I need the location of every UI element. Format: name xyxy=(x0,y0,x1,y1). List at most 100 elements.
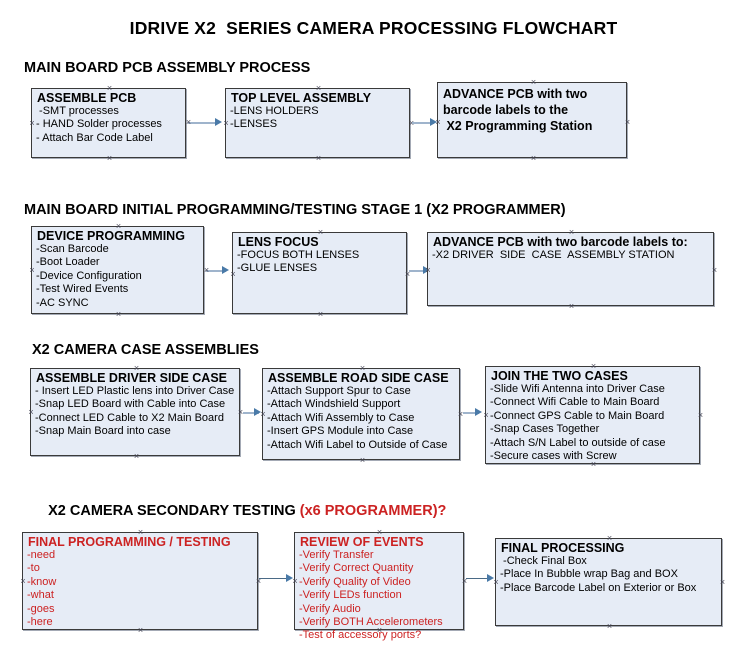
box-line: -Verify BOTH Accelerometers xyxy=(299,616,443,629)
page-title: IDRIVE X2 SERIES CAMERA PROCESSING FLOWC… xyxy=(129,18,618,38)
box-line: -Verify Transfer xyxy=(299,549,374,561)
handle-marker[interactable] xyxy=(493,579,500,586)
handle-marker[interactable] xyxy=(461,578,468,585)
section-heading-x2-camera-secondary-testing: X2 CAMERA SECONDARY TESTING (x6 PROGRAMM… xyxy=(32,487,446,535)
handle-marker[interactable] xyxy=(317,311,324,318)
handle-marker[interactable] xyxy=(483,412,490,419)
handle-marker[interactable] xyxy=(115,311,122,318)
handle-marker[interactable] xyxy=(115,223,122,230)
handle-marker[interactable] xyxy=(223,120,230,127)
connector-arrow-icon xyxy=(430,118,437,126)
handle-marker[interactable] xyxy=(376,529,383,536)
box-line: -Place In Bubble wrap Bag and BOX xyxy=(500,568,678,581)
handle-marker[interactable] xyxy=(137,627,144,634)
handle-marker[interactable] xyxy=(29,267,36,274)
handle-marker[interactable] xyxy=(606,623,613,630)
handle-marker[interactable] xyxy=(230,271,237,278)
connector-line xyxy=(259,578,291,579)
connector-line xyxy=(188,122,218,124)
handle-marker[interactable] xyxy=(697,412,704,419)
box-join-the-two-cases[interactable]: JOIN THE TWO CASES -Slide Wifi Antenna i… xyxy=(485,366,700,464)
handle-marker[interactable] xyxy=(359,457,366,464)
handle-marker[interactable] xyxy=(133,365,140,372)
handle-marker[interactable] xyxy=(106,155,113,162)
box-line: -Test Wired Events xyxy=(36,283,129,296)
handle-marker[interactable] xyxy=(590,363,597,370)
box-title: JOIN THE TWO CASES xyxy=(491,369,628,383)
box-line: -GLUE LENSES xyxy=(237,262,318,275)
box-line: -Snap Cases Together xyxy=(490,423,600,436)
handle-marker[interactable] xyxy=(133,453,140,460)
box-title: DEVICE PROGRAMMING xyxy=(37,229,185,243)
box-title: FINAL PROGRAMMING / TESTING xyxy=(28,535,231,549)
connector-line xyxy=(243,412,259,414)
handle-marker[interactable] xyxy=(530,155,537,162)
handle-marker[interactable] xyxy=(435,119,442,126)
box-assemble-driver-side-case[interactable]: ASSEMBLE DRIVER SIDE CASE - Insert LED P… xyxy=(30,368,240,456)
box-line: -Verify Audio xyxy=(299,602,361,615)
connector-arrow-icon xyxy=(487,574,494,582)
handle-marker[interactable] xyxy=(568,303,575,310)
connector-arrow-icon xyxy=(222,266,229,274)
box-advance-pcb-to-programming-station[interactable]: ADVANCE PCB with two barcode labels to t… xyxy=(437,82,627,158)
handle-marker[interactable] xyxy=(317,229,324,236)
box-title: ASSEMBLE ROAD SIDE CASE xyxy=(268,371,449,385)
box-line: -LENS HOLDERS xyxy=(230,105,319,117)
handle-marker[interactable] xyxy=(292,578,299,585)
connector-arrow-icon xyxy=(215,118,222,126)
box-line: -Attach S/N Label to outside of case xyxy=(490,436,666,449)
box-final-processing[interactable]: FINAL PROCESSING -Check Final Box -Place… xyxy=(495,538,722,626)
box-line: -Secure cases with Screw xyxy=(490,450,617,463)
handle-marker[interactable] xyxy=(404,271,411,278)
handle-marker[interactable] xyxy=(590,461,597,468)
box-review-of-events[interactable]: REVIEW OF EVENTS -Verify Transfer -Verif… xyxy=(292,529,464,641)
handle-marker[interactable] xyxy=(530,79,537,86)
handle-marker[interactable] xyxy=(568,229,575,236)
box-title: ADVANCE PCB with two barcode labels to t… xyxy=(443,87,593,133)
box-final-programming-testing[interactable]: FINAL PROGRAMMING / TESTING -need -to -k… xyxy=(22,532,258,630)
handle-marker[interactable] xyxy=(425,267,432,274)
handle-marker[interactable] xyxy=(260,411,267,418)
handle-marker[interactable] xyxy=(359,365,366,372)
handle-marker[interactable] xyxy=(185,119,192,126)
handle-marker[interactable] xyxy=(719,579,726,586)
box-title: ADVANCE PCB with two barcode labels to: xyxy=(433,235,688,249)
handle-marker[interactable] xyxy=(203,267,210,274)
box-line: -Check Final Box xyxy=(500,555,587,567)
section-heading-main-board-pcb-assembly: MAIN BOARD PCB ASSEMBLY PROCESS xyxy=(24,60,311,76)
box-assemble-pcb[interactable]: ASSEMBLE PCB -SMT processes - HAND Solde… xyxy=(31,88,186,158)
handle-marker[interactable] xyxy=(20,578,27,585)
box-line: -Verify LEDs function xyxy=(299,589,402,602)
box-title: REVIEW OF EVENTS xyxy=(300,535,424,549)
handle-marker[interactable] xyxy=(137,529,144,536)
handle-marker[interactable] xyxy=(255,578,262,585)
box-line: -Connect Wifi Cable to Main Board xyxy=(490,396,660,409)
handle-marker[interactable] xyxy=(315,85,322,92)
box-advance-pcb-to-driver-side-case[interactable]: ADVANCE PCB with two barcode labels to: … xyxy=(427,232,714,306)
box-lens-focus[interactable]: LENS FOCUS -FOCUS BOTH LENSES -GLUE LENS… xyxy=(232,232,407,314)
box-title: ASSEMBLE DRIVER SIDE CASE xyxy=(36,371,228,385)
box-line: -Place Barcode Label on Exterior or Box xyxy=(500,581,697,594)
box-title: LENS FOCUS xyxy=(238,235,319,249)
handle-marker[interactable] xyxy=(624,119,631,126)
box-device-programming[interactable]: DEVICE PROGRAMMING -Scan Barcode -Boot L… xyxy=(31,226,204,314)
box-line: -to xyxy=(27,562,40,575)
handle-marker[interactable] xyxy=(28,409,35,416)
handle-marker[interactable] xyxy=(711,267,718,274)
box-assemble-road-side-case[interactable]: ASSEMBLE ROAD SIDE CASE -Attach Support … xyxy=(262,368,460,460)
box-title: TOP LEVEL ASSEMBLY xyxy=(231,91,372,105)
handle-marker[interactable] xyxy=(606,535,613,542)
box-top-level-assembly[interactable]: TOP LEVEL ASSEMBLY -LENS HOLDERS -LENSES xyxy=(225,88,410,158)
box-line: -Attach Wifi Assembly to Case xyxy=(267,411,415,424)
handle-marker[interactable] xyxy=(29,120,36,127)
handle-marker[interactable] xyxy=(315,155,322,162)
box-line: -Snap Main Board into case xyxy=(35,425,171,438)
box-line: -Insert GPS Module into Case xyxy=(267,425,414,438)
box-line: -need xyxy=(27,549,56,561)
box-line: -Attach Wifi Label to Outside of Case xyxy=(267,438,448,451)
box-line: - HAND Solder processes xyxy=(36,118,162,131)
handle-marker[interactable] xyxy=(106,85,113,92)
box-title: ASSEMBLE PCB xyxy=(37,91,137,105)
box-title: FINAL PROCESSING xyxy=(501,541,625,555)
handle-marker[interactable] xyxy=(376,627,383,634)
